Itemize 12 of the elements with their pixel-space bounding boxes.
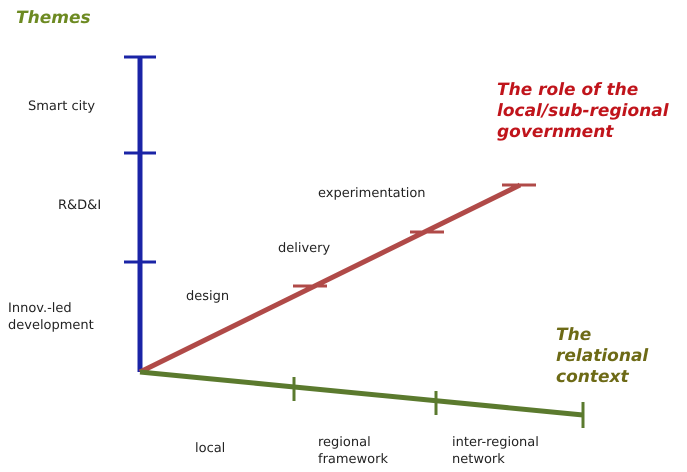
axis-title: Themes <box>16 8 92 29</box>
axis-label: experimentation <box>318 185 427 202</box>
axis-label: design <box>186 288 230 305</box>
axis-label: regional framework <box>318 434 390 468</box>
axis-label: delivery <box>278 240 332 257</box>
axis-title: The role of the local/sub-regional government <box>497 80 670 143</box>
axis-label: inter-regional network <box>452 434 540 468</box>
axis-label: Smart city <box>28 98 96 115</box>
axis-title: The relational context <box>556 325 650 388</box>
axis-label: Innov.-led development <box>8 300 95 334</box>
axis-label: R&D&I <box>58 197 102 214</box>
axis-label: local <box>195 440 226 457</box>
